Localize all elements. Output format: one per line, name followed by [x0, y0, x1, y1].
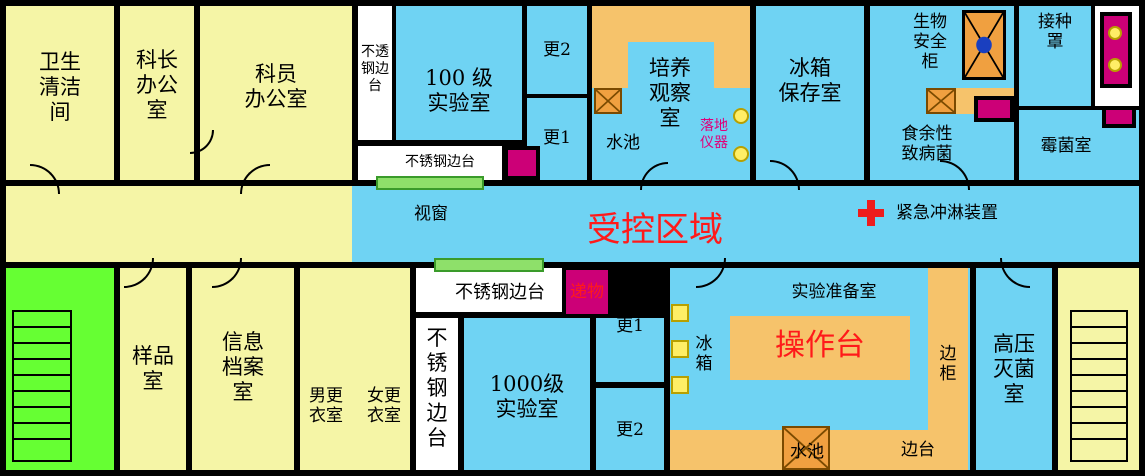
label-lab-1000: 1000级 实验室: [489, 372, 565, 421]
inoculation-hood-icon: [1100, 12, 1132, 88]
label-side-cabinet: 边 柜: [939, 344, 957, 384]
fridge-unit-1: [671, 304, 689, 322]
room-change2-top: [527, 6, 587, 94]
label-fridge-storage: 冰箱 保存室: [778, 56, 842, 105]
pass-box-top: [504, 146, 540, 180]
sink-top-icon: [594, 88, 622, 114]
room-staff-office: [200, 6, 352, 180]
label-food-pathogen: 食余性 致病菌: [901, 124, 953, 164]
fridge-unit-3: [671, 376, 689, 394]
label-mold: 霉菌室: [1040, 136, 1092, 156]
label-sink-bottom: 水池: [790, 442, 824, 462]
bench-opaque: [358, 6, 392, 140]
room-section-chief: [120, 6, 194, 180]
workbench: [730, 316, 910, 380]
room-change1-bottom: [596, 318, 664, 382]
room-change2-bottom: [596, 388, 664, 470]
pass-box: [562, 266, 612, 318]
instrument-circle-2: [733, 146, 749, 162]
label-biosafety-cabinet: 生物 安全 柜: [913, 12, 947, 72]
label-change2-top: 更2: [543, 40, 571, 60]
label-lab-100: 100 级 实验室: [425, 66, 493, 115]
label-pass-box: 递物: [570, 282, 604, 302]
bench-stainless-vertical: [416, 318, 458, 470]
room-male-locker: [300, 342, 352, 470]
label-window: 视窗: [414, 204, 448, 224]
staircase-icon: [12, 310, 72, 462]
label-change2-bottom: 更2: [616, 420, 644, 440]
label-female-locker: 女更 衣室: [367, 386, 401, 426]
room-lab-1000: [464, 318, 590, 470]
hood-circle-1: [1108, 26, 1122, 40]
label-floor-instruments: 落地 仪器: [700, 118, 728, 151]
staircase-right-icon: [1070, 310, 1128, 462]
corridor-west: [6, 186, 352, 262]
corridor-controlled: [352, 186, 1139, 262]
label-male-locker: 男更 衣室: [309, 386, 343, 426]
label-prep: 实验准备室: [791, 282, 877, 302]
label-culture: 培养 观察 室: [649, 56, 691, 130]
label-workbench: 操作台: [775, 328, 865, 363]
sink-bottom-icon: [782, 426, 830, 470]
bench-stainless-top: [358, 146, 502, 180]
window-bar-top: [376, 176, 484, 190]
room-fridge-storage: [756, 6, 864, 180]
label-autoclave: 高压 灭菌 室: [993, 332, 1035, 406]
label-stainless-bench-vertical: 不 锈 钢 边 台: [426, 326, 448, 450]
bench-stainless-mid: [416, 268, 562, 312]
label-section-chief: 科长 办公 室: [136, 48, 178, 122]
label-hygiene: 卫生 清洁 间: [39, 50, 81, 124]
label-change1-bottom: 更1: [616, 316, 644, 336]
label-opaque-bench: 不透 钢边 台: [361, 44, 389, 94]
label-controlled-area: 受控区域: [587, 210, 723, 250]
food-pathogen-box-icon: [926, 88, 956, 114]
red-cross-icon: [858, 200, 884, 226]
food-pathogen-equipment: [974, 96, 1014, 122]
label-archive: 信息 档案 室: [222, 330, 264, 404]
label-stainless-bench-mid: 不锈钢边台: [455, 282, 545, 303]
window-bar-bottom: [434, 258, 544, 272]
room-lab-100: [396, 6, 522, 140]
label-sample: 样品 室: [132, 344, 174, 393]
room-archive: [192, 268, 294, 470]
room-female-locker: [358, 342, 410, 470]
label-inoculation: 接种 罩: [1038, 12, 1072, 52]
room-inoculation: [1019, 6, 1091, 106]
label-fridge: 冰 箱: [695, 334, 713, 374]
label-sink-top: 水池: [606, 133, 640, 153]
cabinet-x-icon: [962, 10, 1006, 80]
instrument-circle-1: [733, 108, 749, 124]
label-emergency-shower: 紧急冲淋装置: [896, 203, 998, 223]
label-side-bench: 边台: [901, 440, 935, 460]
stair-left: [6, 268, 114, 470]
label-stainless-bench-top: 不锈钢边台: [405, 154, 475, 170]
hood-circle-2: [1108, 58, 1122, 72]
room-hygiene: [6, 6, 114, 180]
label-staff-office: 科员 办公室: [244, 62, 308, 111]
mold-equipment: [1102, 106, 1136, 128]
room-sample: [120, 268, 186, 470]
room-autoclave: [976, 268, 1052, 470]
culture-inner: [628, 42, 714, 102]
label-change1-top: 更1: [543, 128, 571, 148]
fridge-unit-2: [671, 340, 689, 358]
